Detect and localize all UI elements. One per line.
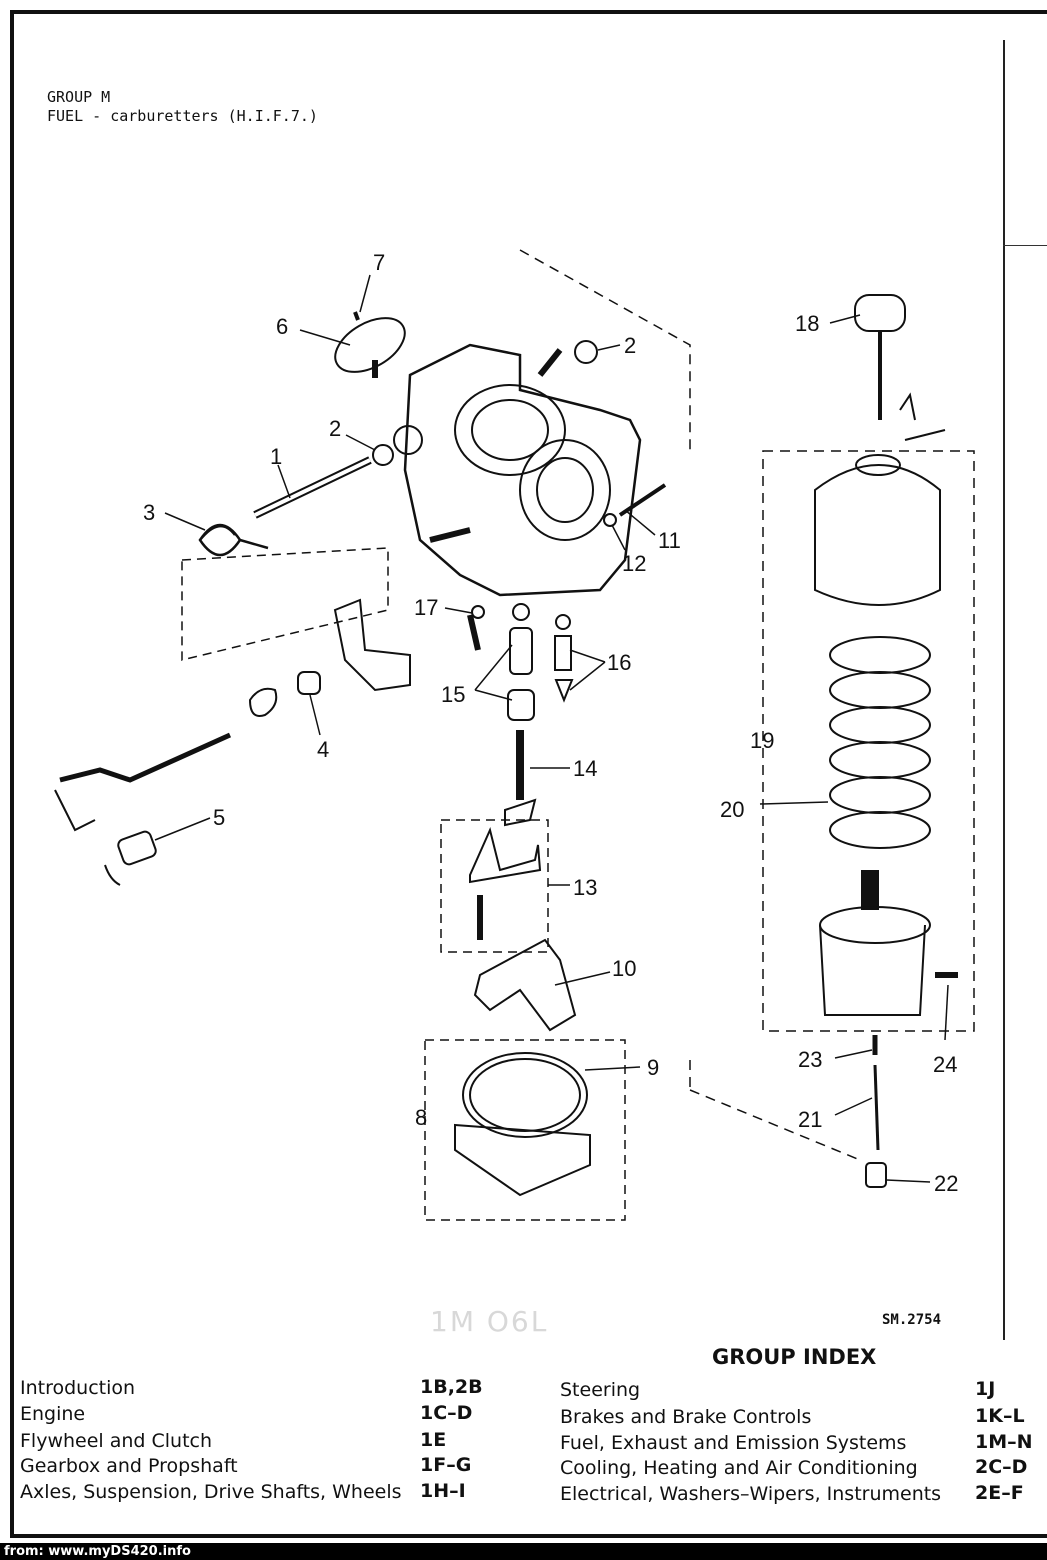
- callout-1: 1: [270, 444, 282, 469]
- index-code: 1C–D: [420, 1402, 473, 1424]
- group-label: GROUP M: [47, 88, 111, 106]
- footer-source[interactable]: from: www.myDS420.info: [4, 1544, 191, 1559]
- index-label[interactable]: Gearbox and Propshaft: [20, 1455, 238, 1477]
- damper-spring: [829, 636, 931, 849]
- index-label[interactable]: Introduction: [20, 1377, 136, 1399]
- index-code: 1K–L: [975, 1405, 1025, 1427]
- callout-2: 2: [329, 416, 341, 441]
- callout-22: 22: [934, 1171, 958, 1196]
- footer-bar: from: www.myDS420.info: [0, 1543, 1047, 1560]
- callout-17: 17: [414, 595, 438, 620]
- callout-4: 4: [317, 737, 329, 762]
- index-code: 1E: [420, 1429, 447, 1451]
- callout-23: 23: [798, 1047, 822, 1072]
- callout-20: 20: [720, 797, 744, 822]
- index-code: 1J: [975, 1378, 996, 1400]
- index-label[interactable]: Fuel, Exhaust and Emission Systems: [560, 1432, 907, 1454]
- callout-18: 18: [795, 311, 819, 336]
- right-margin-strip: [1003, 40, 1047, 1340]
- index-label[interactable]: Cooling, Heating and Air Conditioning: [560, 1457, 918, 1479]
- index-label[interactable]: Axles, Suspension, Drive Shafts, Wheels: [20, 1481, 402, 1503]
- carburetter-body: [393, 343, 642, 597]
- callout-15: 15: [441, 682, 465, 707]
- exploded-carburetter-diagram: 1 2 2 3 4 5 6 7 8 9 10 11 12 13 14 15 16…: [54, 249, 975, 1221]
- callout-21: 21: [798, 1107, 822, 1132]
- index-code: 1H–I: [420, 1480, 466, 1502]
- faint-stamp: 1M O6L: [430, 1305, 549, 1338]
- page-frame: [10, 10, 1047, 1538]
- index-code: 1B,2B: [420, 1376, 483, 1398]
- callout-10: 10: [612, 956, 636, 981]
- callout-labels: 1 2 2 3 4 5 6 7 8 9 10 11 12 13 14 15 16…: [143, 250, 958, 1196]
- index-label[interactable]: Electrical, Washers–Wipers, Instruments: [560, 1483, 942, 1505]
- callout-8: 8: [415, 1105, 427, 1130]
- index-code: 1M–N: [975, 1431, 1033, 1453]
- callout-14: 14: [573, 756, 597, 781]
- callout-2: 2: [624, 333, 636, 358]
- group-index-title: GROUP INDEX: [712, 1345, 877, 1369]
- index-code: 2E–F: [975, 1482, 1024, 1504]
- callout-13: 13: [573, 875, 597, 900]
- callout-5: 5: [213, 805, 225, 830]
- callout-19: 19: [750, 728, 774, 753]
- callout-24: 24: [933, 1052, 957, 1077]
- page-header: GROUP M FUEL - carburetters (H.I.F.7.): [47, 88, 318, 126]
- section-title: FUEL - carburetters (H.I.F.7.): [47, 107, 318, 125]
- index-label[interactable]: Steering: [560, 1379, 641, 1401]
- group-index-table: Introduction 1B,2B Engine 1C–D Flywheel …: [0, 1376, 1047, 1516]
- index-label[interactable]: Brakes and Brake Controls: [560, 1406, 812, 1428]
- index-label[interactable]: Engine: [20, 1403, 86, 1425]
- index-code: 2C–D: [975, 1456, 1028, 1478]
- callout-11: 11: [658, 528, 681, 553]
- callout-16: 16: [607, 650, 631, 675]
- figure-reference: SM.2754: [882, 1312, 942, 1328]
- callout-9: 9: [647, 1055, 659, 1080]
- callout-3: 3: [143, 500, 155, 525]
- callout-6: 6: [276, 314, 288, 339]
- callout-7: 7: [373, 250, 385, 275]
- index-code: 1F–G: [420, 1454, 472, 1476]
- callout-12: 12: [622, 551, 646, 576]
- index-label[interactable]: Flywheel and Clutch: [20, 1430, 213, 1452]
